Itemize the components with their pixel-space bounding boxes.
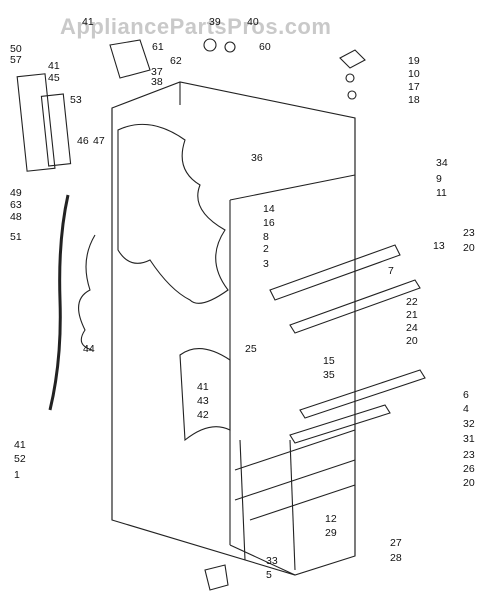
callout-c6: 6	[463, 389, 469, 401]
callout-c27: 27	[390, 537, 402, 549]
callout-c44: 44	[83, 343, 95, 355]
control-box	[109, 39, 151, 79]
callout-c5: 5	[266, 569, 272, 581]
callout-c36: 36	[251, 152, 263, 164]
callout-c52: 52	[14, 453, 26, 465]
callout-c41c: 41	[197, 381, 209, 393]
callout-c41b: 41	[48, 60, 60, 72]
callout-c20b: 20	[406, 335, 418, 347]
callout-c28: 28	[390, 552, 402, 564]
callout-c15: 15	[323, 355, 335, 367]
callout-c38: 38	[151, 76, 163, 88]
evap-cover	[16, 73, 56, 172]
callout-c43: 43	[197, 395, 209, 407]
callout-c47: 47	[93, 135, 105, 147]
callout-c25: 25	[245, 343, 257, 355]
callout-c23a: 23	[463, 227, 475, 239]
callout-c40: 40	[247, 16, 259, 28]
callout-c20a: 20	[463, 242, 475, 254]
callout-c32: 32	[463, 418, 475, 430]
callout-c49: 49	[10, 187, 22, 199]
callout-c41d: 41	[14, 439, 26, 451]
drain-tube	[48, 194, 70, 411]
callout-c34: 34	[436, 157, 448, 169]
power-cord	[78, 234, 96, 351]
callout-c23b: 23	[463, 449, 475, 461]
callout-c21: 21	[406, 309, 418, 321]
callout-c8: 8	[263, 231, 269, 243]
callout-c13: 13	[433, 240, 445, 252]
callout-c17: 17	[408, 81, 420, 93]
callout-c2: 2	[263, 243, 269, 255]
callout-c63: 63	[10, 199, 22, 211]
callout-c26: 26	[463, 463, 475, 475]
callout-c39: 39	[209, 16, 221, 28]
callout-c37: 37	[151, 66, 163, 78]
cutaway-panel	[117, 123, 229, 304]
liner-top-edge	[229, 174, 356, 201]
callout-c60: 60	[259, 41, 271, 53]
callout-c10: 10	[408, 68, 420, 80]
callout-c12: 12	[325, 513, 337, 525]
callout-c3: 3	[263, 258, 269, 270]
callout-c42: 42	[197, 409, 209, 421]
callout-c45: 45	[48, 72, 60, 84]
watermark-logo: AppliancePartsPros.com	[60, 14, 332, 39]
callout-c33: 33	[266, 555, 278, 567]
cabinet-outline	[111, 81, 356, 576]
upper-rail	[269, 244, 401, 301]
callout-c9: 9	[436, 173, 442, 185]
callout-c16: 16	[263, 217, 275, 229]
callout-c51: 51	[10, 231, 22, 243]
callout-c24: 24	[406, 322, 418, 334]
callout-c62: 62	[170, 55, 182, 67]
callout-c11: 11	[436, 187, 447, 199]
callout-c48: 48	[10, 211, 22, 223]
callout-c57: 57	[10, 54, 22, 66]
callout-c31: 31	[463, 433, 475, 445]
callout-c29: 29	[325, 527, 337, 539]
callout-c50: 50	[10, 43, 22, 55]
callout-c14: 14	[263, 203, 275, 215]
callout-c19: 19	[408, 55, 420, 67]
callout-c7: 7	[388, 265, 394, 277]
callout-c1: 1	[14, 469, 20, 481]
lower-rail	[299, 369, 426, 419]
callout-c22: 22	[406, 296, 418, 308]
callout-c61: 61	[152, 41, 164, 53]
callout-c20c: 20	[463, 477, 475, 489]
callout-c35: 35	[323, 369, 335, 381]
callout-c4: 4	[463, 403, 469, 415]
callout-c18: 18	[408, 94, 420, 106]
callout-c41a: 41	[82, 16, 94, 28]
callout-c53: 53	[70, 94, 82, 106]
callout-c46: 46	[77, 135, 89, 147]
